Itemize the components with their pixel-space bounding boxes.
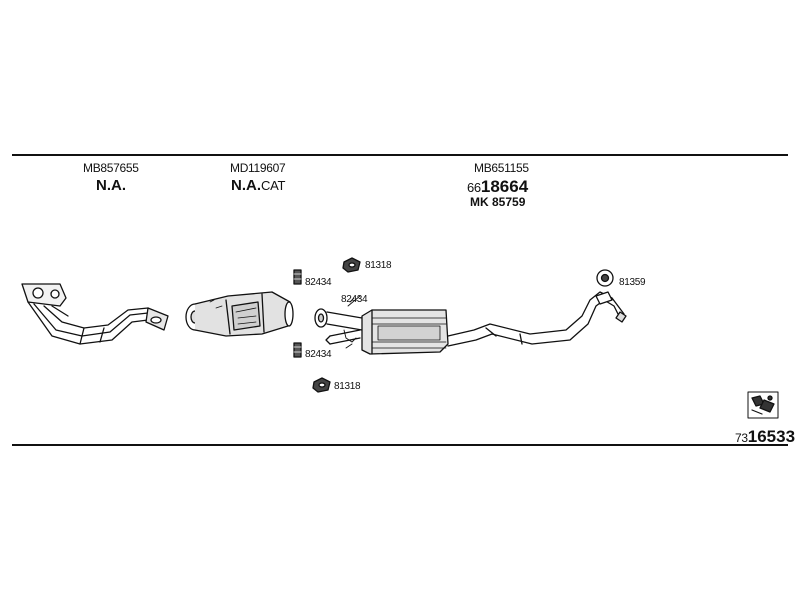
part-number-3: 6618664 — [467, 178, 528, 196]
part-code-2: MD119607 — [230, 161, 286, 175]
callout-81359: 81359 — [619, 277, 646, 288]
clamp-82434-bottom — [293, 342, 302, 358]
part-status-2-label: N.A. — [231, 177, 261, 194]
system-logo-icon — [747, 391, 779, 419]
clamp-82434-top — [293, 269, 302, 285]
diagram-id-prefix: 73 — [735, 431, 748, 445]
part-status-2-suffix: CAT — [261, 178, 286, 193]
tail-pipe — [447, 291, 627, 347]
part-number-3-prefix: 66 — [467, 180, 481, 195]
part-status-2: N.A.CAT — [231, 178, 285, 194]
part-number-3-main: 18664 — [480, 177, 529, 196]
hanger-81318-bottom — [312, 377, 331, 393]
part-ref-3: MK 85759 — [470, 195, 526, 209]
catalytic-converter — [185, 291, 294, 337]
callout-82434-middle: 82434 — [341, 294, 368, 305]
bottom-rule — [12, 444, 788, 446]
callout-82434-lower: 82434 — [305, 349, 332, 360]
callout-82434-upper: 82434 — [305, 277, 332, 288]
diagram-id: 7316533 — [735, 428, 795, 446]
top-rule — [12, 154, 788, 156]
hanger-81318-top — [342, 257, 361, 273]
diagram-id-main: 16533 — [747, 427, 796, 446]
exhaust-manifold — [21, 283, 169, 345]
center-pipe — [314, 295, 363, 349]
callout-81318-top: 81318 — [365, 260, 392, 271]
part-code-3: MB651155 — [474, 161, 529, 175]
part-code-1: MB857655 — [83, 161, 139, 175]
hanger-81359 — [596, 269, 614, 287]
center-silencer — [361, 309, 449, 355]
part-status-1: N.A. — [96, 177, 126, 194]
callout-81318-bottom: 81318 — [334, 381, 361, 392]
